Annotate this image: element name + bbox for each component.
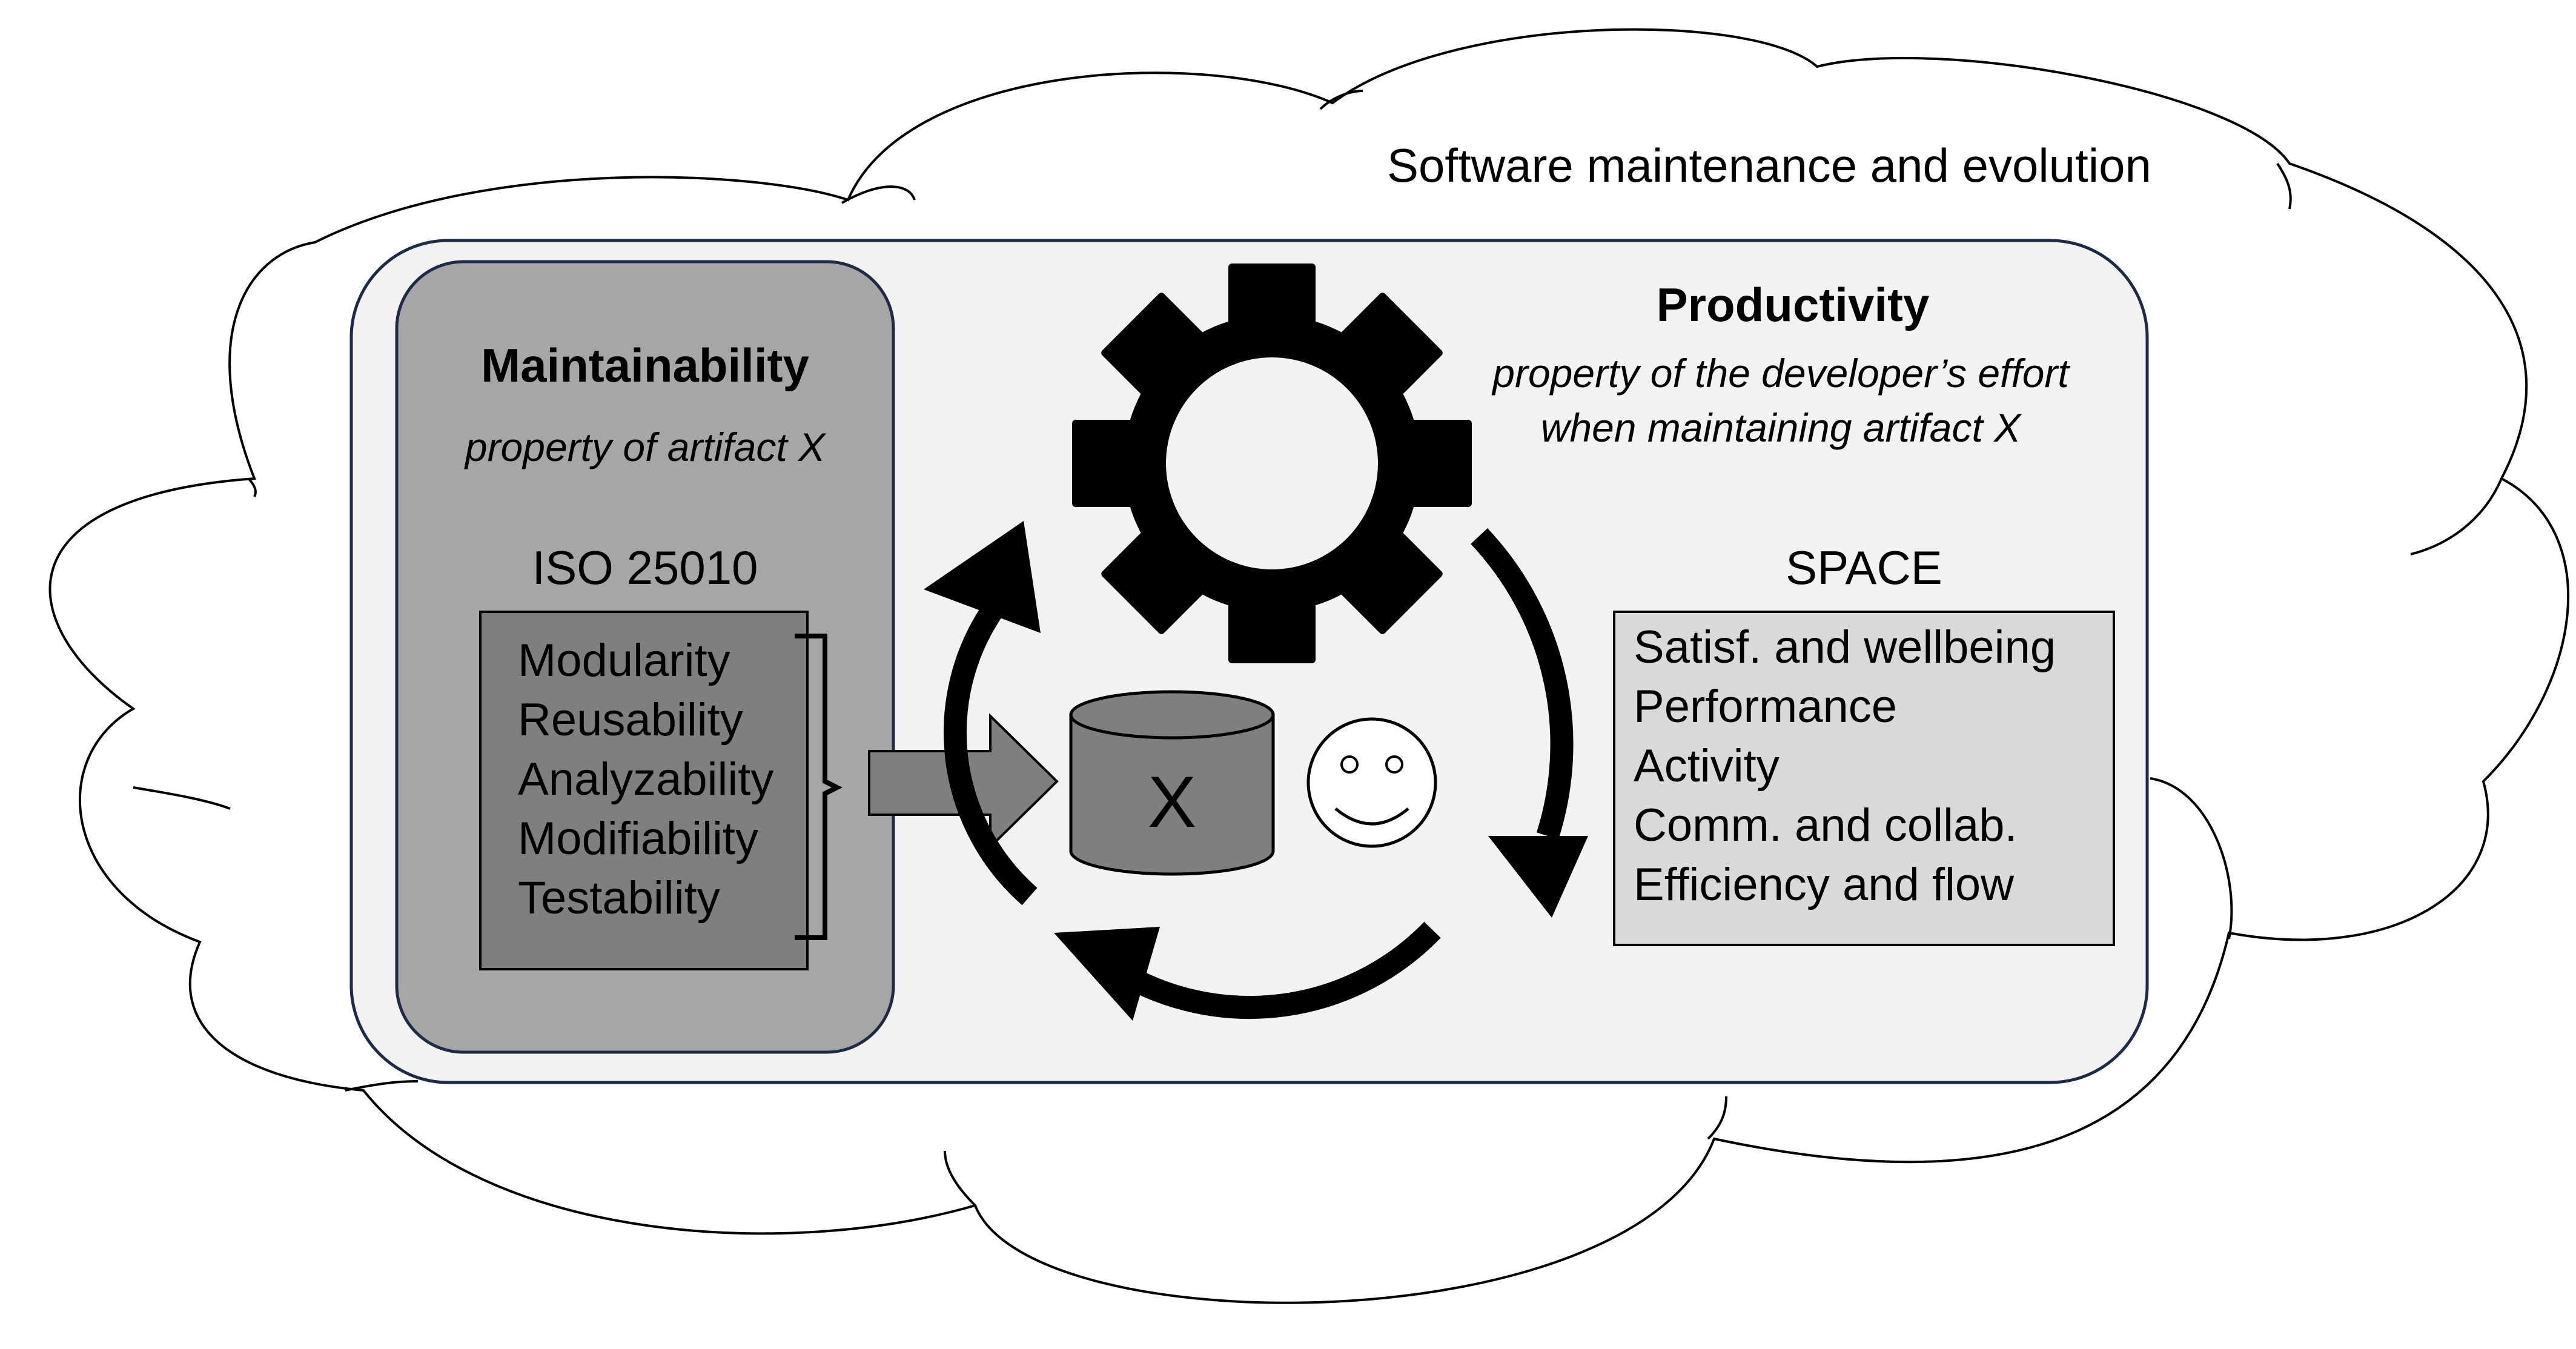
iso-standard-label: ISO 25010 [532, 541, 758, 594]
list-item: Performance [1634, 681, 1898, 732]
list-item: Analyzability [518, 754, 774, 805]
space-framework-label: SPACE [1786, 541, 1942, 594]
gear-icon [1072, 264, 1472, 663]
productivity-subtitle-line2: when maintaining artifact X [1540, 405, 2021, 450]
productivity-title: Productivity [1656, 278, 1930, 331]
list-item: Modularity [518, 635, 730, 686]
smiley-icon [1306, 717, 1437, 848]
database-icon [1069, 690, 1275, 876]
list-item: Testability [518, 872, 720, 924]
bracket-icon [795, 634, 843, 940]
space-list-box [1613, 611, 2115, 946]
maintainability-title: Maintainability [481, 339, 809, 392]
outer-context-label: Software maintenance and evolution [1387, 139, 2151, 192]
productivity-subtitle-line1: property of the developer’s effort [1492, 351, 2069, 396]
list-item: Activity [1634, 740, 1780, 792]
artifact-label: X [1147, 761, 1197, 843]
list-item: Satisf. and wellbeing [1634, 621, 2056, 673]
maintainability-subtitle: property of artifact X [465, 425, 826, 469]
iso-list-box [479, 611, 809, 970]
list-item: Reusability [518, 694, 743, 746]
list-item: Efficiency and flow [1634, 859, 2015, 910]
list-item: Comm. and collab. [1634, 800, 2018, 851]
list-item: Modifiability [518, 813, 759, 864]
cycle-arrows-icon [924, 521, 1588, 1021]
